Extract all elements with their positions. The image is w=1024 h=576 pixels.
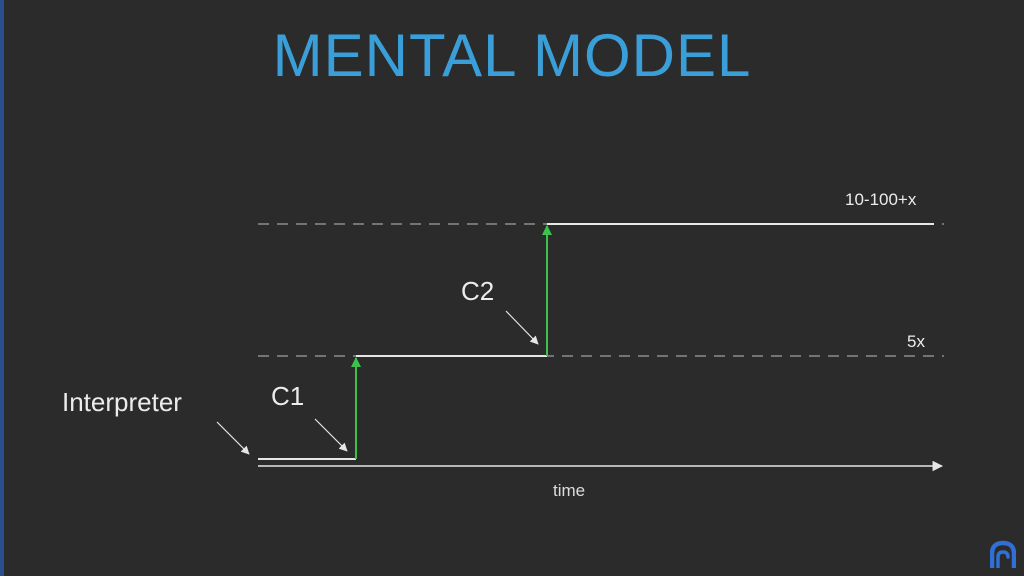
c1-pointer-arrow (314, 418, 348, 452)
slide-title: MENTAL MODEL (272, 22, 752, 89)
level-5x-label: 5x (907, 332, 925, 351)
stylized-a-logo-icon (990, 540, 1016, 568)
level-10-100x-label: 10-100+x (845, 190, 917, 209)
c1-label: C1 (271, 381, 305, 411)
time-axis-label: time (553, 481, 586, 500)
c2-label: C2 (461, 276, 495, 306)
interpreter-pointer-arrow (216, 421, 250, 455)
interpreter-label: Interpreter (62, 387, 182, 417)
slide-left-accent-bar (0, 0, 4, 576)
c2-pointer-arrow (505, 310, 539, 345)
